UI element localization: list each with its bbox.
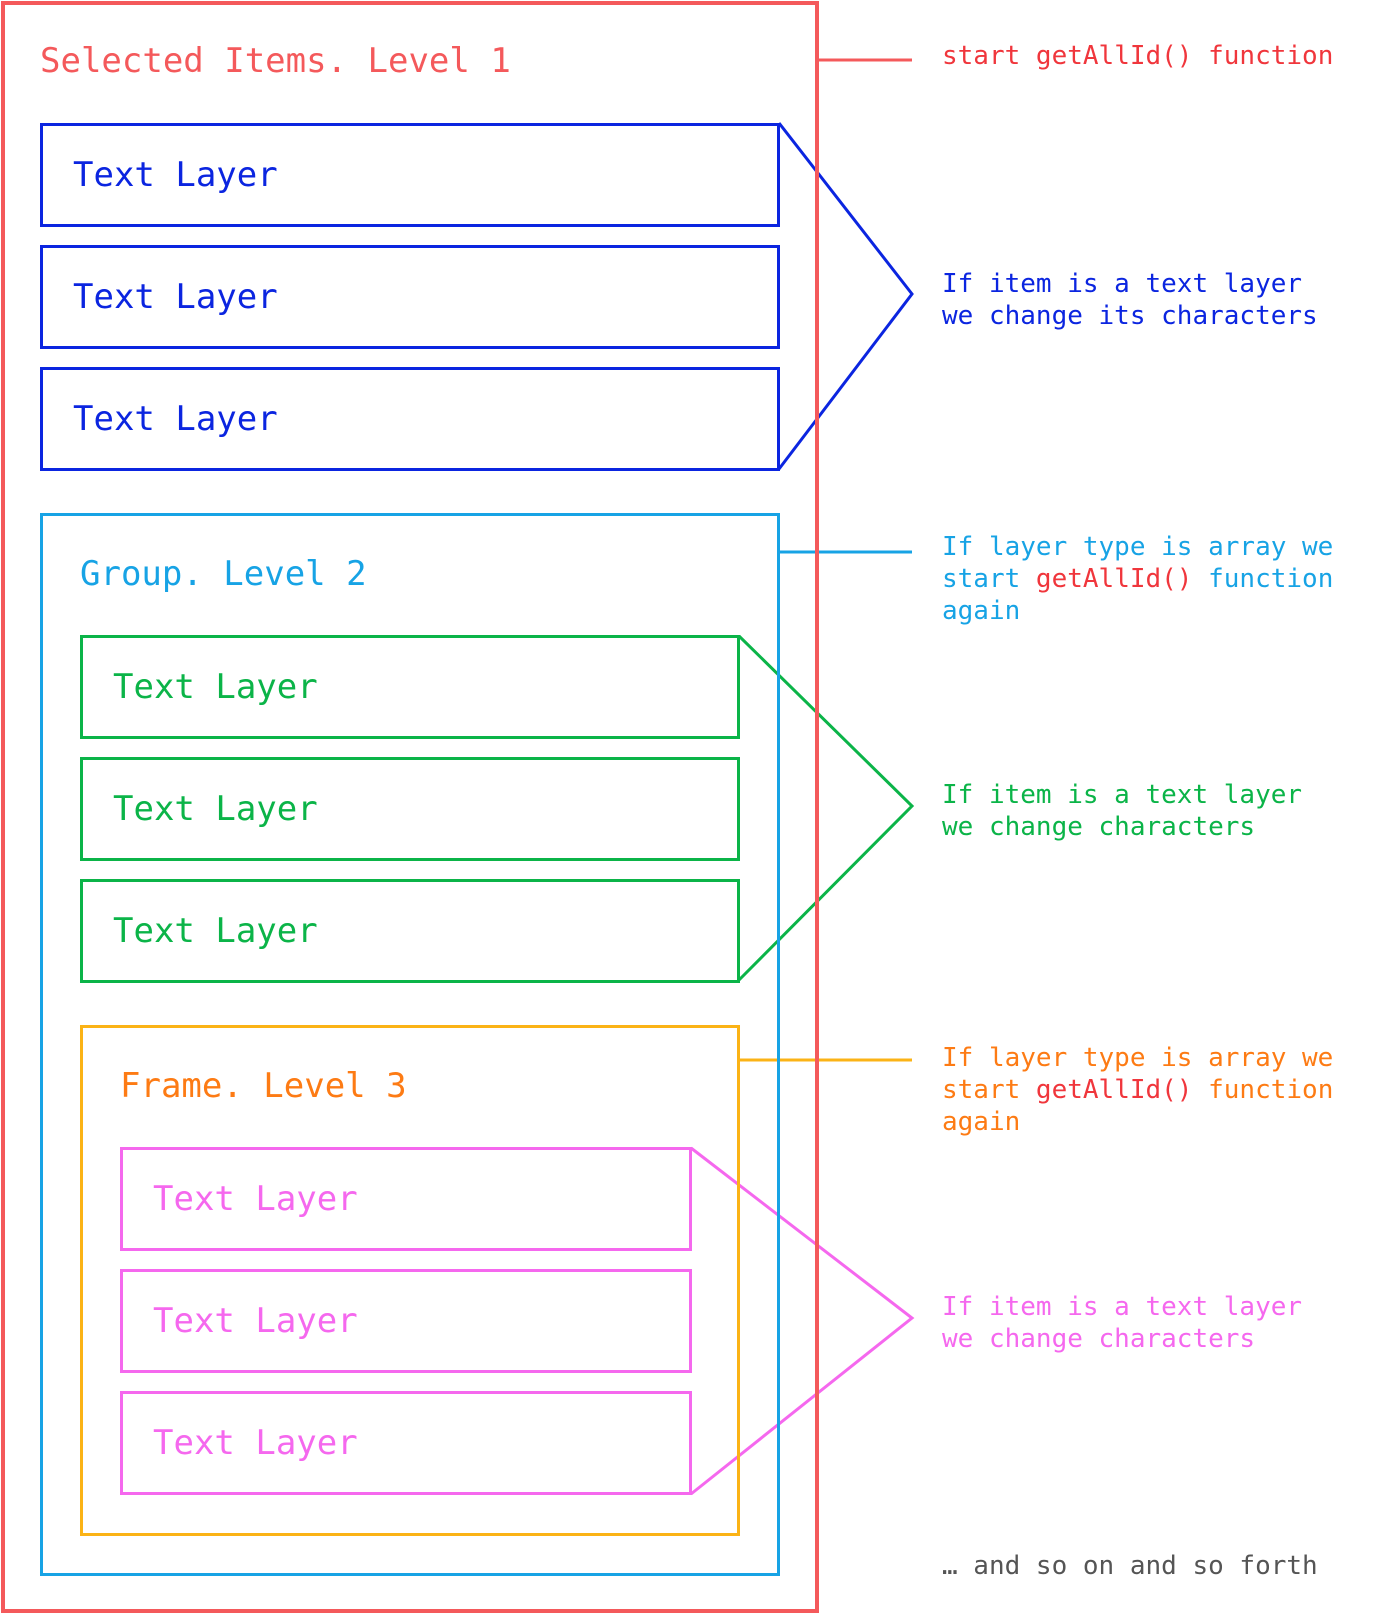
note-start: start getAllId() function — [942, 40, 1333, 72]
pink-bracket — [690, 1146, 915, 1496]
level2-title: Group. Level 2 — [80, 554, 367, 594]
note-level3-array: If layer type is array we start getAllId… — [942, 1042, 1333, 1138]
note-func-name: getAllId() — [1035, 564, 1193, 594]
level3-container — [80, 1025, 740, 1536]
note-line-function: start getAllId() function — [942, 563, 1333, 595]
note-green-text: If item is a text layer we change charac… — [942, 779, 1302, 843]
note-line: we change characters — [942, 812, 1256, 842]
note-line: If item is a text layer — [942, 780, 1303, 810]
text-layer-box[interactable]: Text Layer — [120, 1269, 692, 1373]
text-layer-label: Text Layer — [73, 399, 278, 439]
note-pink-text: If item is a text layer we change charac… — [942, 1291, 1302, 1355]
text-layer-label: Text Layer — [153, 1179, 358, 1219]
text-layer-label: Text Layer — [73, 277, 278, 317]
note-start-pre: start — [942, 41, 1036, 71]
note-line: we change its characters — [942, 301, 1318, 331]
note-func-pre: start — [942, 1075, 1036, 1105]
note-blue-text: If item is a text layer we change its ch… — [942, 268, 1318, 332]
note-line: we change characters — [942, 1324, 1256, 1354]
text-layer-label: Text Layer — [113, 667, 318, 707]
level1-title: Selected Items. Level 1 — [40, 41, 511, 81]
note-line: again — [942, 596, 1021, 626]
text-layer-box[interactable]: Text Layer — [80, 635, 740, 739]
level1-container — [1, 1, 819, 1613]
text-layer-box[interactable]: Text Layer — [40, 123, 780, 227]
note-line-function: start getAllId() function — [942, 1074, 1333, 1106]
note-func-post: function — [1192, 1075, 1334, 1105]
note-func-name: getAllId() — [1035, 1075, 1193, 1105]
green-bracket — [737, 634, 915, 982]
note-func-pre: start — [942, 564, 1036, 594]
note-level2-array: If layer type is array we start getAllId… — [942, 531, 1333, 627]
note-func-post: function — [1192, 564, 1334, 594]
text-layer-box[interactable]: Text Layer — [40, 367, 780, 471]
note-line: again — [942, 1107, 1021, 1137]
text-layer-label: Text Layer — [153, 1301, 358, 1341]
text-layer-box[interactable]: Text Layer — [80, 879, 740, 983]
level3-title: Frame. Level 3 — [120, 1066, 407, 1106]
text-layer-label: Text Layer — [153, 1423, 358, 1463]
text-layer-label: Text Layer — [113, 911, 318, 951]
blue-bracket — [777, 122, 914, 470]
text-layer-box[interactable]: Text Layer — [80, 757, 740, 861]
text-layer-box[interactable]: Text Layer — [120, 1147, 692, 1251]
text-layer-box[interactable]: Text Layer — [40, 245, 780, 349]
note-start-post: function — [1192, 41, 1334, 71]
level2-container — [40, 513, 780, 1576]
note-line: If layer type is array we — [942, 1043, 1334, 1073]
note-line: If item is a text layer — [942, 269, 1303, 299]
note-line: If layer type is array we — [942, 532, 1334, 562]
text-layer-label: Text Layer — [113, 789, 318, 829]
text-layer-label: Text Layer — [73, 155, 278, 195]
note-start-func: getAllId() — [1035, 41, 1193, 71]
text-layer-box[interactable]: Text Layer — [120, 1391, 692, 1495]
note-footer: … and so on and so forth — [942, 1551, 1318, 1581]
note-line: If item is a text layer — [942, 1292, 1303, 1322]
